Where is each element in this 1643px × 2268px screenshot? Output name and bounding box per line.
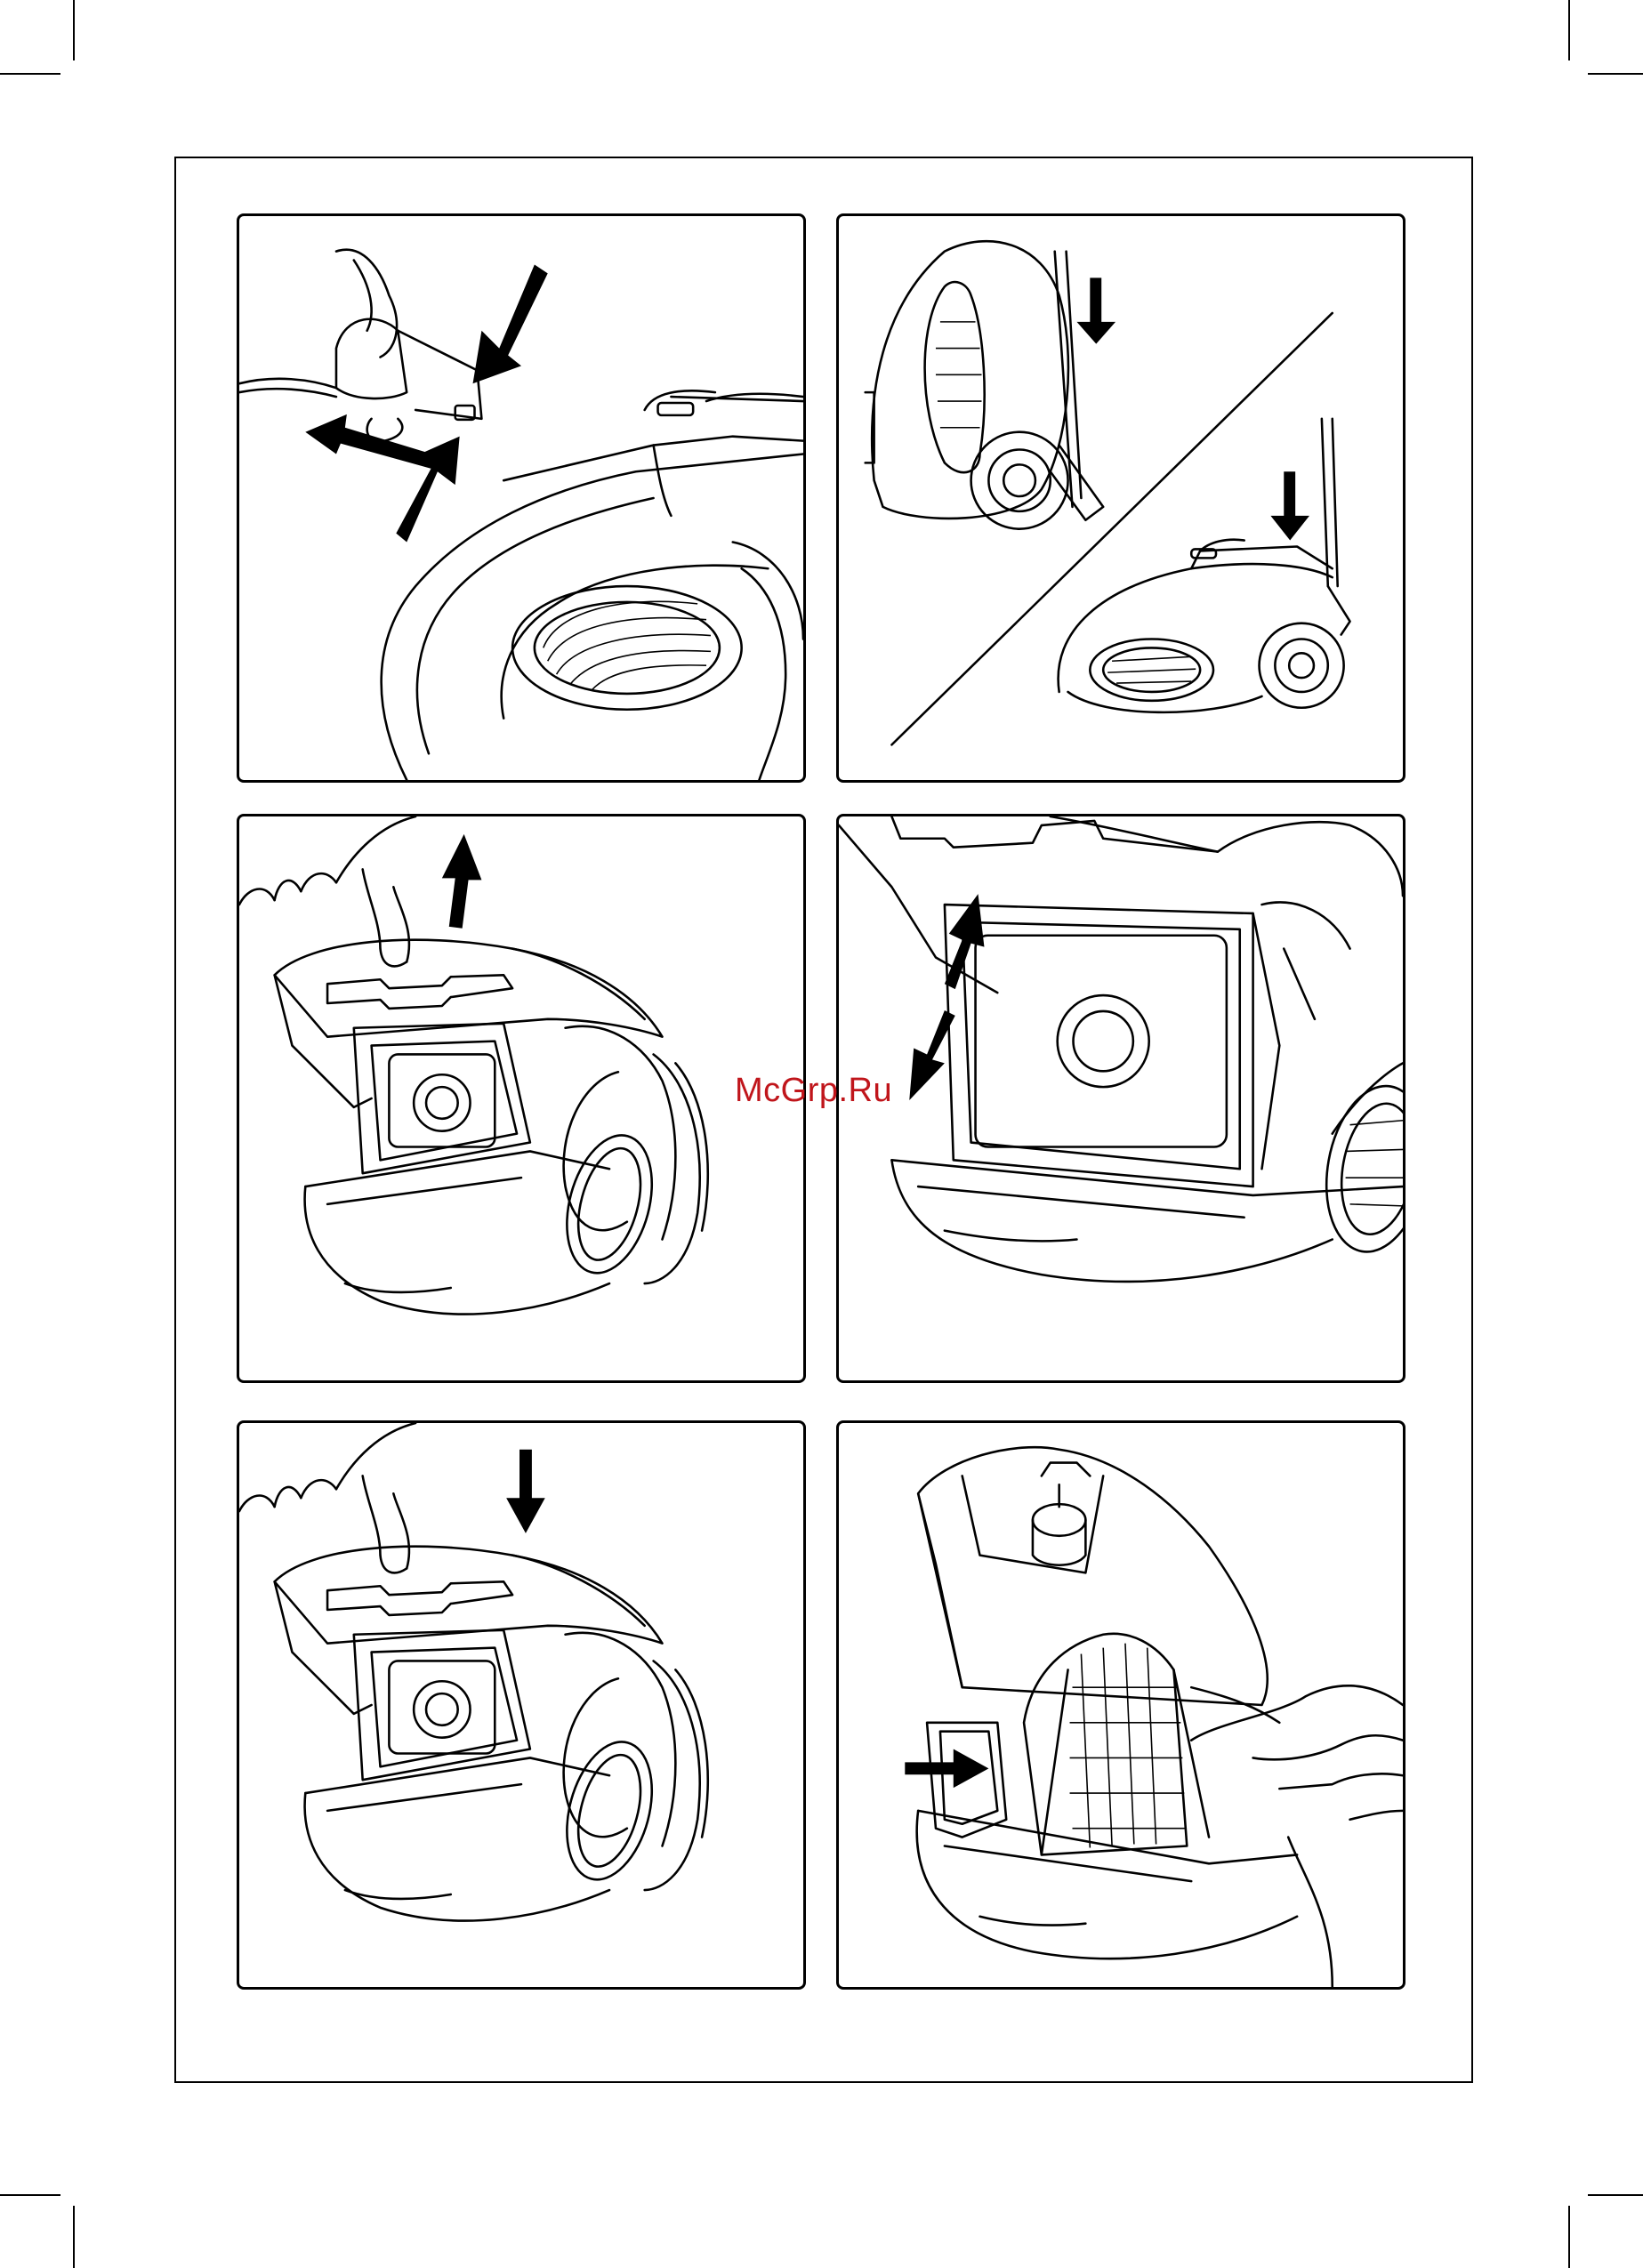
vent-grille [1346,1121,1403,1206]
crop-mark [0,2194,60,2196]
insert-bag-illustration [839,816,1403,1380]
vent-grille [544,601,711,690]
panel-filter [836,1420,1405,1990]
filter-grid [1070,1644,1187,1848]
panel-insert-bag [836,814,1405,1383]
hose-detach-illustration [239,216,803,780]
arrow-down-icon [1270,471,1309,540]
crop-mark [1568,0,1570,60]
panel-open-lid [237,814,806,1383]
crop-mark [1588,73,1643,75]
crop-mark [73,2206,75,2268]
vent-grille [936,322,982,428]
arrow-up-icon [442,834,482,929]
panel-close-lid [237,1420,806,1990]
arrow-right-icon [905,1749,988,1789]
crop-mark [73,0,75,60]
vent-grille [1107,656,1196,683]
panel-hose-detach [237,213,806,783]
arrow-left-icon [305,414,447,471]
arrow-down-icon [473,264,548,383]
arrow-down-icon [506,1450,545,1533]
filter-replacement-illustration [839,1423,1403,1987]
crop-mark [1588,2194,1643,2196]
close-lid-illustration [239,1423,803,1987]
crop-mark [0,73,60,75]
parking-position-illustration [839,216,1403,780]
watermark-text: McGrp.Ru [735,1072,892,1110]
panel-parking [836,213,1405,783]
crop-mark [1568,2206,1570,2268]
open-lid-illustration [239,816,803,1380]
arrow-down-icon [1076,277,1115,343]
arrow-down-icon [909,1010,955,1100]
